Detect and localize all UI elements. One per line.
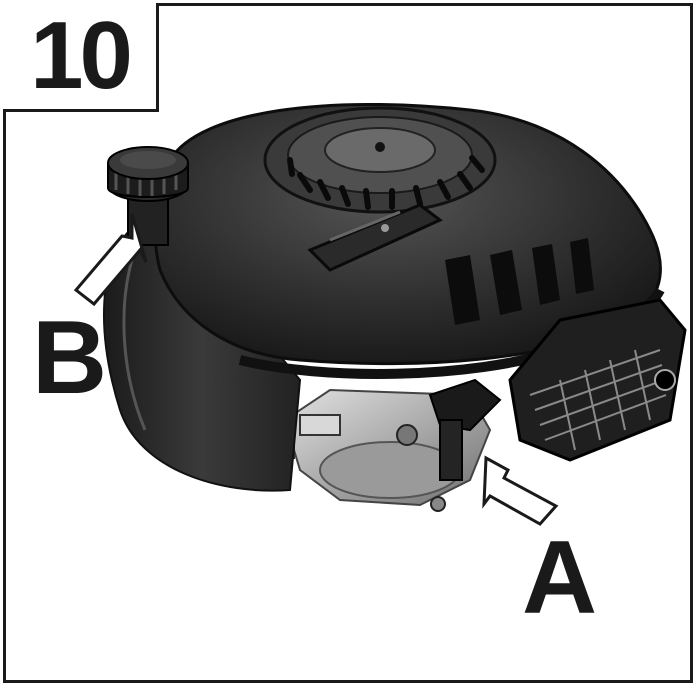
starter-handle: [307, 203, 443, 272]
arrow-b-icon: [73, 213, 148, 307]
step-number: 10: [30, 2, 133, 109]
callout-label-b: B: [32, 300, 108, 416]
callout-label-a: A: [522, 520, 598, 636]
step-number-box: 10: [3, 3, 159, 112]
cover-vents: [445, 238, 594, 325]
oil-cap-icon: [107, 146, 189, 246]
air-filter-icon: [508, 298, 687, 462]
fuel-valve: [428, 378, 502, 481]
starter-grille: [263, 106, 497, 214]
arrow-a-icon: [482, 455, 559, 526]
